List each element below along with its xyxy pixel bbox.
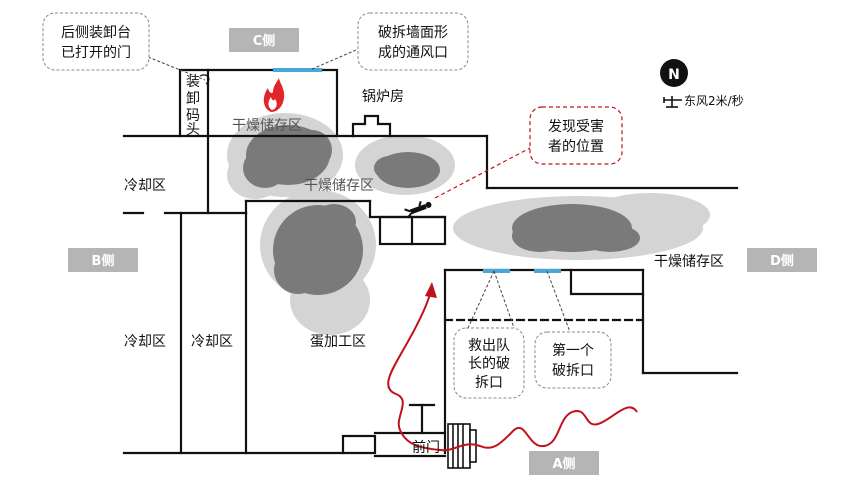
- zone-boiler-room: 锅炉房: [362, 89, 404, 105]
- zone-front-door: 前门: [412, 439, 440, 456]
- callout-captain-breach: 救出队 长的破 拆口: [453, 270, 525, 399]
- zone-egg-processing: 蛋加工区: [310, 334, 366, 350]
- side-tag-b: B侧: [92, 253, 115, 269]
- callout-victim-location-line-1: 发现受害: [548, 119, 604, 135]
- callout-rear-dock-door-line-2: 已打开的门: [61, 44, 131, 61]
- zone-dock-char-2: 卸: [186, 91, 200, 107]
- side-tag-c: C侧: [253, 33, 276, 49]
- north-letter: N: [668, 67, 680, 83]
- wind-label: 东风2米/秒: [684, 94, 744, 108]
- callout-wall-vent: 破拆墙面形 成的通风口: [309, 12, 469, 71]
- fire-icon: [263, 78, 285, 112]
- callout-first-breach-line-2: 破拆口: [552, 363, 594, 379]
- callout-captain-breach-line-1: 救出队: [468, 338, 510, 354]
- wind-vane-icon: [663, 96, 682, 108]
- smoke-cloud-dry-storage-top: [227, 113, 343, 199]
- zone-dock-char-1: 装: [186, 74, 200, 90]
- callout-captain-breach-line-3: 拆口: [475, 375, 503, 391]
- zone-dry-storage-right: 干燥储存区: [654, 254, 724, 270]
- zone-cooling-lower-mid: 冷却区: [191, 334, 233, 350]
- zone-dry-storage-top: 干燥储存区: [232, 118, 302, 134]
- callout-wall-vent-line-1: 破拆墙面形: [378, 25, 448, 41]
- side-tags: C侧 B侧 D侧 A侧: [68, 28, 817, 475]
- callout-victim-location: 发现受害 者的位置: [434, 106, 623, 199]
- entry-arrow-icon: [425, 282, 437, 298]
- callout-wall-vent-line-2: 成的通风口: [378, 45, 448, 61]
- callout-first-breach-line-1: 第一个: [552, 342, 594, 359]
- callout-first-breach: 第一个 破拆口: [534, 270, 612, 389]
- zone-dry-storage-mid: 干燥储存区: [304, 178, 374, 194]
- callout-captain-breach-line-2: 长的破: [468, 356, 510, 372]
- smoke-cloud-outside-right: [453, 193, 710, 260]
- smoke-cloud-egg-processing: [260, 190, 376, 335]
- firefighter-route: [387, 282, 638, 452]
- smoke-clouds: [227, 113, 710, 335]
- callout-rear-dock-door: 后侧装卸台 已打开的门: [42, 12, 210, 85]
- zone-labels: 装 卸 码 头 干燥储存区 锅炉房 干燥储存区 干燥储存区 冷却区 冷却区 冷却…: [124, 74, 724, 456]
- callout-victim-location-line-2: 者的位置: [548, 139, 604, 155]
- side-tag-a: A侧: [552, 456, 575, 472]
- side-tag-d: D侧: [770, 253, 794, 269]
- zone-cooling-lower-left: 冷却区: [124, 334, 166, 350]
- zone-dock-char-3: 码: [186, 108, 200, 124]
- smoke-cloud-dry-storage-mid: [355, 135, 455, 195]
- zone-cooling-upper-left: 冷却区: [124, 178, 166, 194]
- north-compass-icon: N: [660, 59, 688, 87]
- zone-dock-char-4: 头: [186, 122, 200, 138]
- callout-rear-dock-door-line-1: 后侧装卸台: [61, 25, 131, 41]
- victim-icon: [404, 201, 432, 219]
- building-walls: [122, 68, 739, 458]
